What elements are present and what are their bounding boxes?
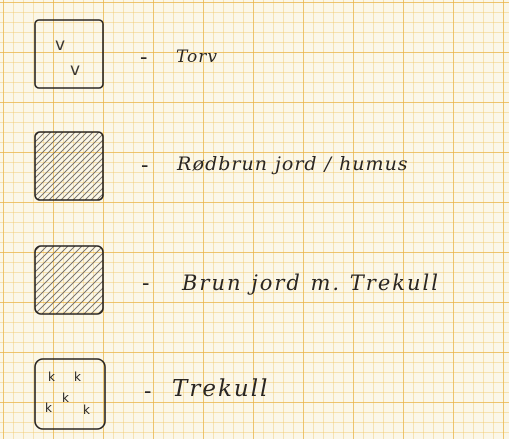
trekull-swatch: k k k k k	[32, 356, 106, 430]
legend-row-torv: v v - Torv	[0, 17, 509, 93]
torv-symbol: v	[70, 60, 80, 80]
legend-label-trekull: Trekull	[172, 376, 270, 402]
legend-dash: -	[144, 379, 152, 404]
legend-row-trekull: k k k k k - Trekull	[0, 356, 509, 432]
legend-dash: -	[140, 45, 148, 70]
trekull-symbol: k	[45, 401, 52, 415]
trekull-symbol: k	[83, 403, 90, 417]
legend-label-brun-jord: Brun jord m. Trekull	[182, 271, 440, 295]
torv-swatch: v v	[32, 17, 106, 91]
legend-row-brun-jord: - Brun jord m. Trekull	[0, 243, 509, 319]
hatch-pattern	[34, 245, 104, 315]
legend-label-rodbrun-jord: Rødbrun jord / humus	[177, 153, 409, 175]
legend-row-rodbrun-jord: - Rødbrun jord / humus	[0, 129, 509, 205]
trekull-symbol: k	[48, 370, 55, 384]
rodbrun-jord-swatch	[32, 129, 106, 203]
legend-label-torv: Torv	[176, 47, 218, 67]
trekull-symbol: k	[62, 391, 69, 405]
brun-jord-swatch	[32, 243, 106, 317]
hatch-pattern	[34, 131, 104, 201]
legend-dash: -	[141, 153, 149, 178]
legend-dash: -	[142, 271, 150, 296]
trekull-symbol: k	[74, 370, 81, 384]
torv-symbol: v	[55, 35, 65, 55]
